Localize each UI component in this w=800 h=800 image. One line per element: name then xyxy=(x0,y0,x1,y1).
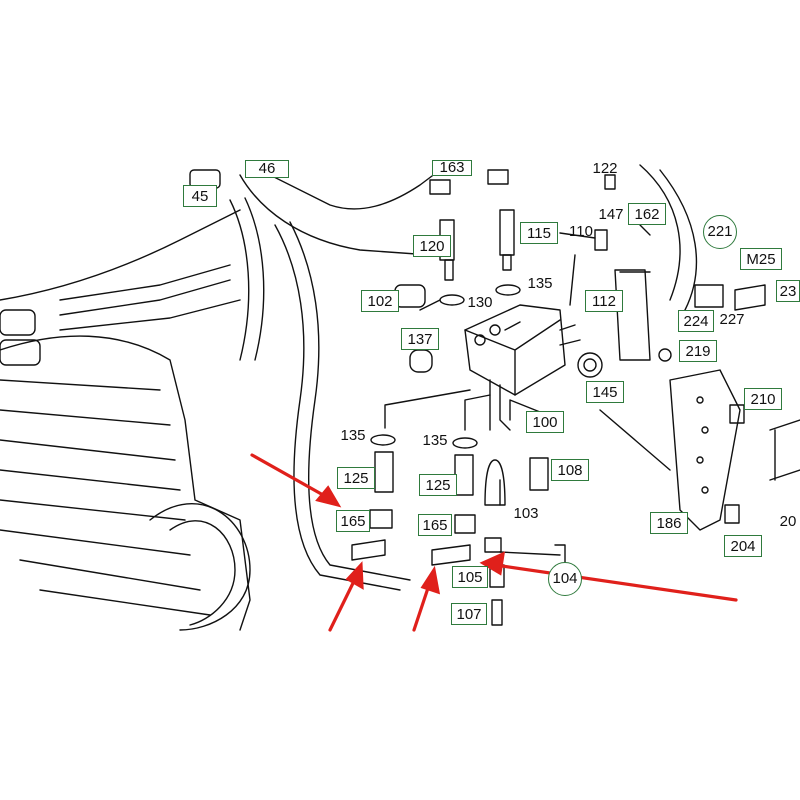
top-margin xyxy=(0,0,800,160)
arrow-2 xyxy=(328,573,359,632)
part-label-104: 104 xyxy=(548,562,582,596)
part-label-227: 227 xyxy=(719,311,745,328)
leader-lines xyxy=(384,224,671,576)
part-label-M25: M25 xyxy=(740,248,782,270)
part-label-103: 103 xyxy=(513,505,539,522)
part-label-20: 20 xyxy=(779,513,797,530)
part-label-105: 105 xyxy=(452,566,488,588)
part-label-145: 145 xyxy=(586,381,624,403)
part-label-165-left: 165 xyxy=(336,510,370,532)
part-label-219: 219 xyxy=(679,340,717,362)
part-label-108: 108 xyxy=(551,459,589,481)
part-label-165-mid: 165 xyxy=(418,514,452,536)
part-label-221: 221 xyxy=(703,215,737,249)
part-label-107: 107 xyxy=(451,603,487,625)
part-label-100: 100 xyxy=(526,411,564,433)
part-label-125-left: 125 xyxy=(337,467,375,489)
part-label-135-mid: 135 xyxy=(422,432,448,449)
body-contour xyxy=(249,164,441,210)
bracket-plate xyxy=(669,369,741,531)
part-label-186: 186 xyxy=(650,512,688,534)
engine-block-ribs xyxy=(0,379,211,616)
part-label-147: 147 xyxy=(598,206,624,223)
part-label-224: 224 xyxy=(678,310,714,332)
part-label-210: 210 xyxy=(744,388,782,410)
arrow-4 xyxy=(493,563,738,602)
gasket xyxy=(614,269,651,361)
distributor-housing xyxy=(464,304,566,396)
part-label-110: 110 xyxy=(569,223,593,240)
part-label-135-top: 135 xyxy=(527,275,553,292)
engine-pulley xyxy=(149,502,251,631)
part-label-125-mid: 125 xyxy=(419,474,457,496)
part-label-163: 163 xyxy=(432,160,472,176)
part-label-204: 204 xyxy=(724,535,762,557)
part-label-46: 46 xyxy=(245,160,289,178)
part-label-122: 122 xyxy=(592,160,618,177)
part-label-23: 23 xyxy=(776,280,800,302)
part-label-112: 112 xyxy=(585,290,623,312)
part-label-102: 102 xyxy=(361,290,399,312)
hose-upper xyxy=(59,264,231,301)
part-label-162: 162 xyxy=(628,203,666,225)
part-label-115: 115 xyxy=(520,222,558,244)
bottom-margin xyxy=(0,632,800,800)
red-arrows xyxy=(250,453,738,632)
part-label-45: 45 xyxy=(183,185,217,207)
fittings xyxy=(0,169,766,626)
arrow-1 xyxy=(250,453,334,502)
part-label-137: 137 xyxy=(401,328,439,350)
part-label-135-left: 135 xyxy=(340,427,366,444)
engine-block-outline xyxy=(0,335,251,631)
part-label-130: 130 xyxy=(467,294,493,311)
hose-left xyxy=(274,224,401,591)
part-label-120: 120 xyxy=(413,235,451,257)
